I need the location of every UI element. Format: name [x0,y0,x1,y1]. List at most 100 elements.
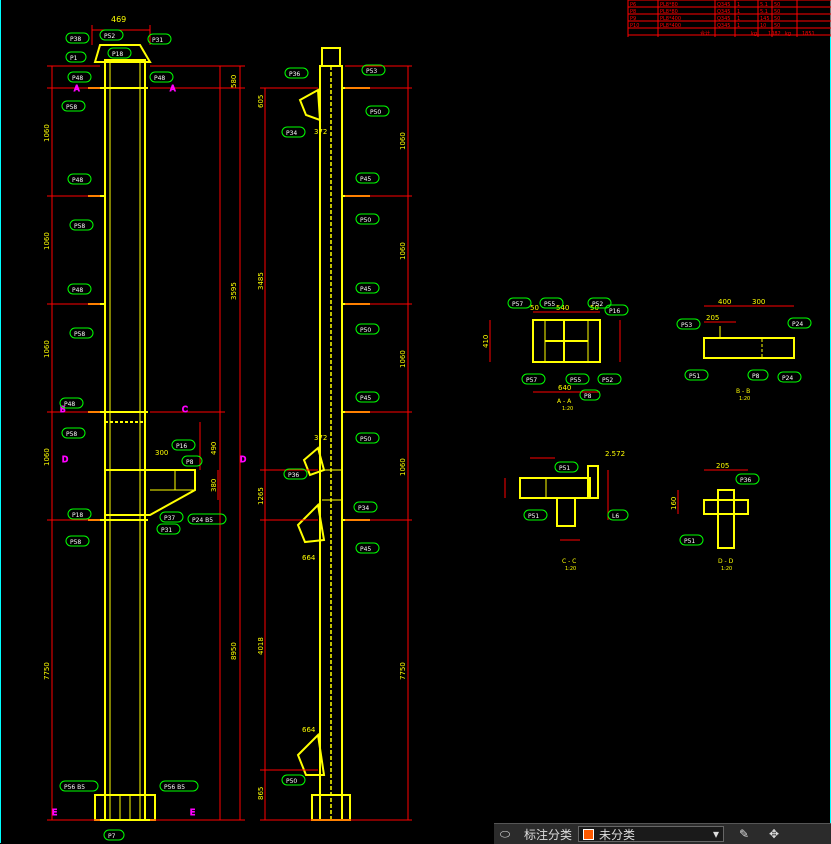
svg-text:P56 B5: P56 B5 [164,784,185,791]
status-bar: ⬭ 标注分类 未分类 ▾ ✎ ✥ [494,823,831,844]
svg-text:P55: P55 [544,301,555,308]
section-c-c: 2.572 C - C 1:20 [504,450,625,572]
table-cell: P6 [630,2,636,8]
right-dim-2: 1060 [399,242,407,260]
bb-tag-1: P24 [787,317,812,329]
dd-title: D - D [718,558,734,565]
table-cell: 50 [774,2,780,8]
right-tag-11: P34 [353,501,378,513]
table-cell: PL8*80 [660,9,678,15]
left-tag-5: P48 [67,71,92,83]
table-cell: 1 [737,9,740,15]
right-tag-0: P36 [284,67,309,79]
svg-text:P16: P16 [609,308,620,315]
left-inner-dim-1: 490 [210,442,218,455]
left-tag-22: P56 B5 [159,780,199,792]
left-tag-6: P48 [149,71,174,83]
svg-text:P36: P36 [288,472,299,479]
left-tag-4: P1 [65,51,87,63]
right-dim-1: 1060 [399,132,407,150]
svg-text:P48: P48 [64,401,75,408]
table-cell: P10 [630,23,639,29]
section-mark-a-left: A [74,84,80,93]
right-inner-dim-1: 372 [314,128,327,136]
table-cell: Q345 [717,9,730,15]
table-cell: 1 [737,16,740,22]
table-footer-cell: 1082 [768,31,781,37]
svg-text:P52: P52 [104,33,115,40]
left-dim-4: 1060 [43,448,51,466]
left-right-dim-3: 8950 [230,642,238,660]
section-d-d: 205 160 D - D 1:20 [670,462,749,572]
svg-text:P50: P50 [286,778,297,785]
left-tag-2: P18 [107,47,132,59]
right-inner-dim-2: 372 [314,434,327,442]
left-tag-15: P8 [181,455,203,467]
section-mark-e-right: E [190,808,195,817]
svg-text:P51: P51 [684,538,695,545]
right-tag-10: P36 [283,468,308,480]
annotation-category-label: 标注分类 [524,827,573,842]
table-footer-cell: 1851 [802,31,815,37]
table-cell: 10 [760,23,766,29]
aa-tag-7: P8 [579,389,601,401]
aa-dim-side: 410 [482,335,490,348]
table-cell: 5.1 [760,9,768,15]
svg-text:P51: P51 [528,513,539,520]
right-tag-8: P45 [355,391,380,403]
right-tag-3: P34 [281,126,306,138]
svg-text:P31: P31 [152,37,163,44]
right-dim-5: 7750 [399,662,407,680]
left-tag-20: P58 [65,535,90,547]
svg-text:P45: P45 [360,286,371,293]
svg-text:P24 B5: P24 B5 [192,517,213,524]
aa-tag-3: P16 [604,304,629,316]
svg-text:P45: P45 [360,546,371,553]
category-color-swatch [583,828,595,840]
left-dim-3: 1060 [43,340,51,358]
right-elevation-view: 1060 1060 1060 1060 7750 605 3485 1265 4… [257,47,412,821]
table-cell: 50 [774,23,780,29]
table-cell: 5.1 [760,2,768,8]
svg-text:P53: P53 [681,322,692,329]
aa-dim-top-2: 540 [556,304,569,312]
left-top-dimension: 469 [111,15,126,24]
aa-dim-bottom: 640 [558,384,571,392]
left-tag-18: P31 [156,523,181,535]
table-cell: P9 [630,16,636,22]
right-left-dim-1: 605 [257,95,265,108]
layers-icon[interactable]: ⬭ [499,826,511,841]
annotation-category-dropdown[interactable]: 未分类 ▾ [578,826,725,842]
chevron-down-icon: ▾ [712,827,720,841]
left-tag-1: P52 [99,29,124,41]
dd-tag-1: P51 [679,534,704,546]
cc-scale: 1:20 [565,566,576,572]
svg-text:P53: P53 [366,68,377,75]
svg-text:P50: P50 [360,436,371,443]
table-cell: P8 [630,9,636,15]
right-tag-1: P53 [361,64,386,76]
section-mark-a-right: A [170,84,176,93]
left-tag-9: P58 [69,219,94,231]
svg-text:P8: P8 [584,393,592,400]
svg-text:P1: P1 [70,55,78,62]
annotate-icon[interactable]: ✎ [738,827,750,841]
svg-text:L6: L6 [612,513,619,520]
move-icon[interactable]: ✥ [768,827,780,841]
svg-text:P57: P57 [526,377,537,384]
section-a-a: 50 540 50 640 410 A - A 1:20 [482,304,621,412]
table-cell: 50 [774,9,780,15]
svg-text:P58: P58 [66,431,77,438]
svg-text:P8: P8 [186,459,194,466]
left-inner-dim-2: 300 [155,449,168,457]
right-inner-dim-4: 664 [302,726,316,734]
svg-text:P7: P7 [108,833,116,840]
table-cell: 50 [774,16,780,22]
cc-dim-1: 2.572 [605,450,625,458]
left-dim-2: 1060 [43,232,51,250]
svg-text:P48: P48 [154,75,165,82]
svg-text:P50: P50 [370,109,381,116]
